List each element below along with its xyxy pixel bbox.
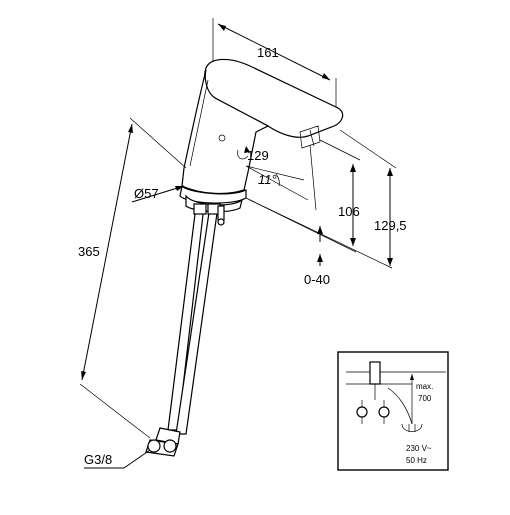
dimension-connection: G3/8 <box>84 449 151 469</box>
inset-max-label: max. <box>416 382 433 391</box>
dim-label-161: 161 <box>257 45 279 60</box>
dim-label-angle: 11° <box>258 172 277 187</box>
dim-label-365: 365 <box>78 244 100 259</box>
dimension-365: 365 <box>78 117 187 439</box>
dimension-161: 161 <box>212 18 337 118</box>
inset-voltage: 230 V~ <box>406 444 432 453</box>
dim-label-106: 106 <box>338 204 360 219</box>
installation-inset: max. 700 230 V~ 50 Hz <box>337 351 449 471</box>
supply-hoses <box>145 203 225 457</box>
inset-frequency: 50 Hz <box>406 456 427 465</box>
faucet-body <box>179 58 344 213</box>
dim-label-connection: G3/8 <box>84 452 112 467</box>
dimension-diameter: Ø57 <box>131 185 185 203</box>
dim-label-129: 129 <box>247 148 269 163</box>
inset-max-value: 700 <box>418 394 432 403</box>
dim-label-range: 0-40 <box>304 272 330 287</box>
dimension-range: 0-40 <box>304 144 330 287</box>
dim-label-129-5: 129,5 <box>374 218 407 233</box>
swivel-marker: 129 11° <box>237 146 309 201</box>
dimension-heights: 106 129,5 <box>245 129 407 269</box>
dim-label-diameter: Ø57 <box>134 186 159 201</box>
